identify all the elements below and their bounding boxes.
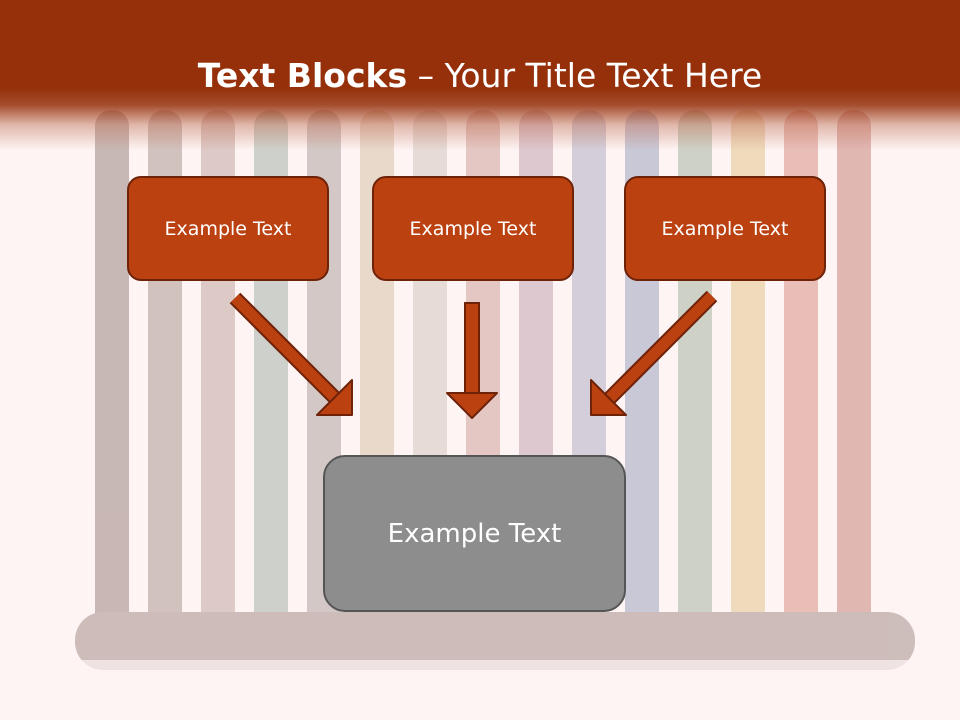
text-box-right[interactable]: Example Text [624,176,826,281]
title-bold-text: Text Blocks [197,56,408,95]
text-box-center-label: Example Text [409,217,537,240]
text-box-left[interactable]: Example Text [127,176,329,281]
text-box-center[interactable]: Example Text [372,176,574,281]
slide-title[interactable]: Text Blocks – Your Title Text Here [0,52,960,100]
text-box-target-label: Example Text [387,518,562,549]
title-dash: – [417,56,435,95]
title-rest-text: Your Title Text Here [444,56,763,95]
text-box-right-label: Example Text [661,217,789,240]
text-box-target[interactable]: Example Text [323,455,626,612]
title-band [0,0,960,150]
text-box-left-label: Example Text [164,217,292,240]
